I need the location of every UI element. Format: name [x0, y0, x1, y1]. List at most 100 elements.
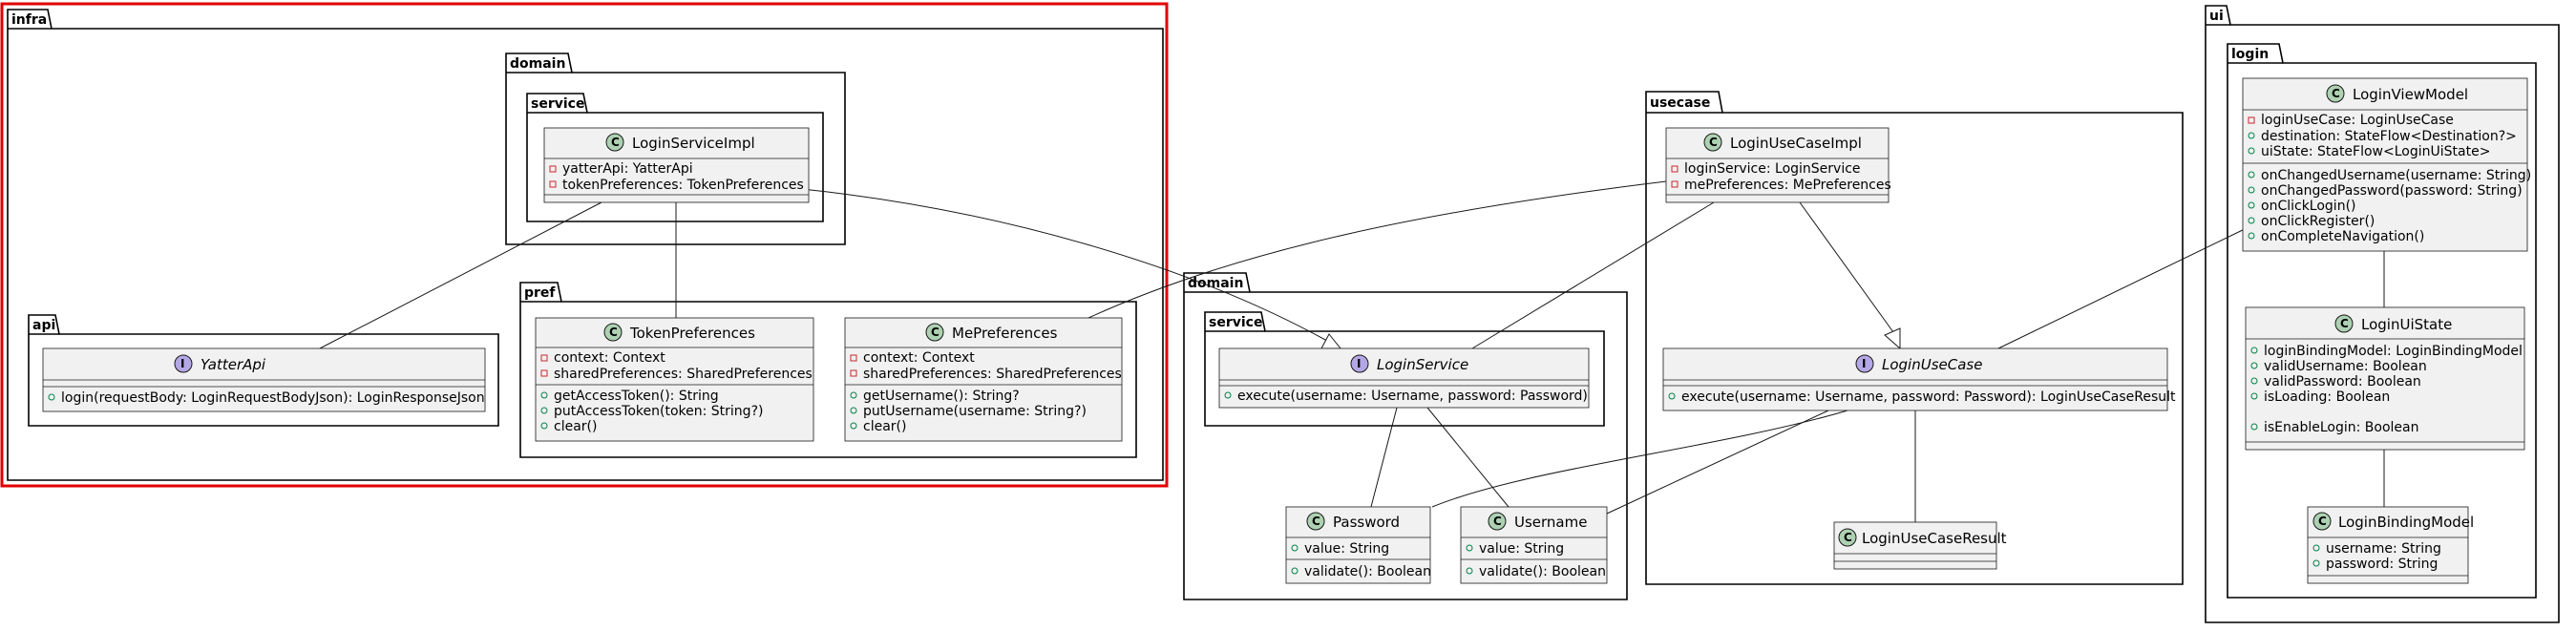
field: validPassword: Boolean [2264, 374, 2421, 389]
method: clear() [863, 419, 906, 434]
field: loginBindingModel: LoginBindingModel [2264, 344, 2523, 359]
class-name: LoginUseCaseResult [1862, 530, 2007, 547]
package-usecase: usecase [1645, 91, 2184, 585]
class-name: Password [1333, 514, 1400, 531]
class-loginuistate[interactable]: C LoginUiState loginBindingModel: LoginB… [2245, 306, 2525, 451]
method: validate(): Boolean [1304, 564, 1431, 579]
field: uiState: StateFlow<LoginUiState> [2261, 144, 2490, 159]
field: context: Context [863, 350, 975, 366]
field: loginService: LoginService [1684, 161, 1861, 177]
public-marker [1466, 544, 1473, 552]
field: password: String [2326, 557, 2438, 572]
svg-text:C: C [931, 326, 940, 339]
private-marker [549, 165, 557, 173]
edge-loginservice-username [1426, 407, 1510, 508]
interface-name: YatterApi [201, 356, 266, 373]
field: yatterApi: YatterApi [562, 161, 693, 177]
class-name: LoginUiState [2361, 316, 2452, 333]
field: context: Context [554, 350, 665, 366]
class-name: LoginUseCaseImpl [1730, 135, 1862, 152]
field: value: String [1304, 541, 1389, 557]
class-loginusecaseresult[interactable]: C LoginUseCaseResult [1833, 521, 2007, 570]
field: sharedPreferences: SharedPreferences [863, 367, 1122, 382]
private-marker [850, 354, 857, 362]
public-marker [2248, 217, 2255, 224]
edge-loginviewmodel-loginusecase [1997, 226, 2249, 349]
class-name: Username [1514, 514, 1587, 531]
class-name: LoginViewModel [2353, 86, 2468, 103]
public-marker [2312, 559, 2320, 567]
class-loginusecaseimpl[interactable]: C LoginUseCaseImpl loginService: LoginSe… [1665, 127, 1891, 203]
interface-icon [1855, 354, 1874, 373]
svg-text:I: I [1862, 357, 1866, 370]
class-name: TokenPreferences [629, 325, 755, 342]
class-icon [1838, 528, 1857, 547]
method: putAccessToken(token: String?) [554, 404, 763, 419]
realization-arrow-loginusecase [1884, 327, 1901, 350]
class-loginserviceimpl[interactable]: C LoginServiceImpl yatterApi: YatterApi … [543, 127, 810, 203]
class-password[interactable]: C Password value: String validate(): Boo… [1285, 506, 1431, 584]
class-icon [1703, 133, 1722, 152]
class-loginbindingmodel[interactable]: C LoginBindingModel username: String pas… [2307, 506, 2474, 584]
public-marker [1224, 391, 1232, 399]
public-marker [2248, 132, 2255, 139]
svg-text:C: C [2318, 515, 2327, 528]
method: validate(): Boolean [1479, 564, 1606, 579]
interface-loginservice[interactable]: I LoginService execute(username: Usernam… [1218, 347, 1590, 409]
public-marker [1668, 392, 1676, 400]
public-marker [2250, 423, 2258, 431]
class-icon [603, 323, 623, 342]
interface-loginusecase[interactable]: I LoginUseCase execute(username: Usernam… [1662, 347, 2176, 411]
edge-loginusecaseimpl-loginusecase [1799, 201, 1894, 333]
field: sharedPreferences: SharedPreferences [554, 367, 813, 382]
package-label-infra-pref: pref [524, 285, 556, 301]
public-marker [1291, 567, 1299, 575]
class-icon [1306, 512, 1325, 531]
interface-name: LoginUseCase [1882, 356, 1982, 373]
class-mepreferences[interactable]: C MePreferences context: Context sharedP… [844, 317, 1123, 442]
svg-text:I: I [1357, 357, 1361, 370]
field: validUsername: Boolean [2264, 359, 2427, 374]
private-marker [2248, 116, 2255, 124]
package-label-infra-api: api [32, 318, 55, 333]
class-username[interactable]: C Username value: String validate(): Boo… [1460, 506, 1608, 584]
edge-loginusecase-username [1606, 410, 1829, 515]
class-icon [605, 133, 624, 152]
infra-highlight-border [0, 2, 1169, 488]
interface-yatterapi[interactable]: I YatterApi login(requestBody: LoginRequ… [42, 347, 486, 412]
public-marker [850, 422, 857, 430]
class-name: LoginBindingModel [2338, 514, 2474, 531]
field: isLoading: Boolean [2264, 389, 2390, 405]
class-loginviewmodel[interactable]: C LoginViewModel loginUseCase: LoginUseC… [2242, 77, 2531, 252]
public-marker [850, 407, 857, 414]
public-marker [540, 422, 548, 430]
svg-text:I: I [180, 357, 184, 370]
field: username: String [2326, 541, 2441, 557]
field: loginUseCase: LoginUseCase [2261, 113, 2454, 128]
method: clear() [554, 419, 597, 434]
private-marker [850, 369, 857, 377]
svg-text:C: C [609, 326, 618, 339]
method: onCompleteNavigation() [2261, 229, 2424, 244]
method: getUsername(): String? [863, 389, 1020, 404]
class-icon [1488, 512, 1507, 531]
class-tokenpreferences[interactable]: C TokenPreferences context: Context shar… [535, 317, 814, 442]
package-label-infra: infra [11, 12, 47, 28]
svg-text:C: C [1493, 515, 1502, 528]
method: onChangedPassword(password: String) [2261, 183, 2523, 199]
interface-name: LoginService [1377, 356, 1468, 373]
public-marker [1466, 567, 1473, 575]
method: putUsername(username: String?) [863, 404, 1087, 419]
public-marker [2250, 377, 2258, 385]
class-icon [2334, 314, 2354, 333]
edge-loginserviceimpl-yatterapi [319, 201, 602, 349]
package-label-ui-login: login [2231, 47, 2269, 62]
package-label-ui: ui [2209, 9, 2224, 24]
public-marker [48, 393, 55, 401]
method: onChangedUsername(username: String) [2261, 168, 2531, 183]
private-marker [1671, 180, 1679, 188]
edge-loginusecaseimpl-loginservice [1471, 201, 1715, 349]
class-icon [2326, 84, 2345, 103]
public-marker [850, 391, 857, 399]
edge-loginserviceimpl-loginservice [801, 188, 1328, 342]
